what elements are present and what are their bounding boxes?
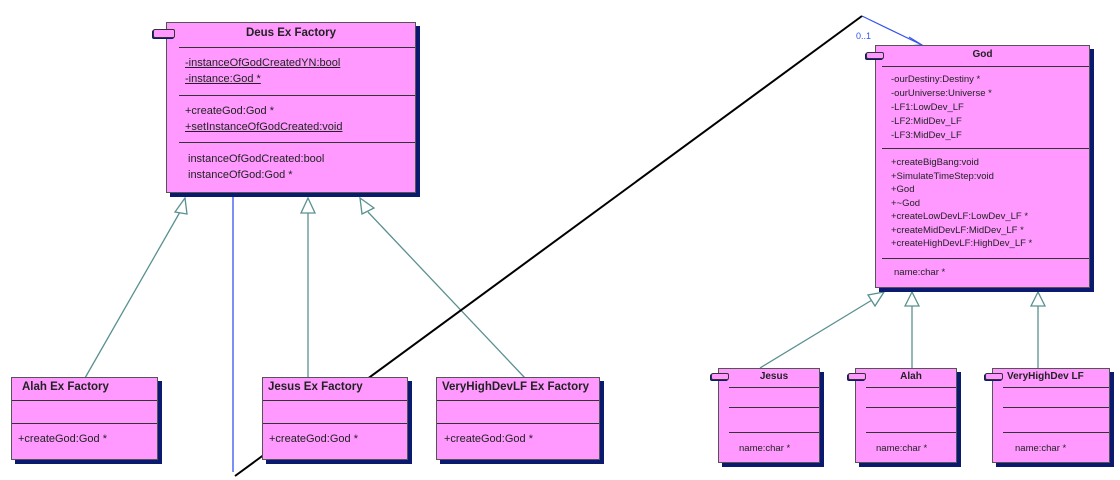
attribute: -ourDestiny:Destiny *	[891, 74, 981, 85]
component-icon	[985, 373, 1003, 380]
attribute: -LF3:MidDev_LF	[891, 130, 962, 141]
inheritance-triangle-icon	[299, 196, 317, 214]
class-name: God	[972, 49, 993, 60]
operation: +~God	[891, 197, 921, 209]
class-god[interactable]: God -ourDestiny:Destiny * -ourUniverse:U…	[866, 45, 1090, 288]
class-name: Deus Ex Factory	[245, 27, 337, 39]
inheritance-triangle-icon	[359, 196, 376, 215]
class-alah-ex-factory[interactable]: Alah Ex Factory +createGod:God *	[11, 377, 158, 460]
class-name: Jesus	[759, 371, 789, 382]
generalization-jesus	[759, 299, 873, 369]
property: name:char *	[739, 443, 791, 454]
component-icon	[866, 52, 884, 59]
inheritance-triangle-icon	[866, 291, 886, 308]
operation: +createGod:God *	[269, 433, 358, 445]
class-jesus[interactable]: Jesus name:char *	[711, 368, 820, 463]
property: name:char *	[894, 267, 946, 278]
operation: +createGod:God *	[185, 105, 274, 117]
operation: +createMidDevLF:MidDev_LF *	[891, 224, 1024, 236]
class-name: Jesus Ex Factory	[268, 381, 363, 393]
class-veryhighdev-lf[interactable]: VeryHighDev LF name:char *	[985, 368, 1110, 463]
attribute: -ourUniverse:Universe *	[891, 88, 992, 99]
component-icon	[848, 373, 866, 380]
multiplicity-label: 0..1	[856, 31, 872, 41]
operation: +setInstanceOfGodCreated:void	[185, 121, 343, 133]
class-name: Alah Ex Factory	[22, 381, 109, 393]
inheritance-triangle-icon	[903, 290, 921, 307]
operation: +God	[891, 184, 915, 195]
operation: +createLowDevLF:LowDev_LF *	[891, 211, 1029, 222]
operation: +createHighDevLF:HighDev_LF *	[891, 238, 1033, 249]
attribute: -LF2:MidDev_LF	[891, 116, 962, 127]
class-alah[interactable]: Alah name:char *	[848, 368, 957, 463]
class-veryhighdevlf-ex-factory[interactable]: VeryHighDevLF Ex Factory +createGod:God …	[436, 377, 600, 460]
property: name:char *	[1015, 443, 1067, 454]
generalization-veryhigh-factory	[367, 211, 526, 379]
property: instanceOfGod:God *	[188, 169, 293, 181]
property: instanceOfGodCreated:bool	[188, 153, 325, 165]
operation: +SimulateTimeStep:void	[891, 170, 994, 182]
component-icon	[153, 29, 175, 38]
inheritance-triangle-icon	[1029, 290, 1047, 307]
class-deus-ex-factory[interactable]: Deus Ex Factory -instanceOfGodCreatedYN:…	[153, 22, 416, 193]
operation: +createBigBang:void	[891, 157, 979, 168]
generalization-alah-factory	[84, 211, 181, 379]
attribute: -LF1:LowDev_LF	[891, 102, 964, 113]
component-icon	[711, 373, 729, 380]
association-line-to-god	[861, 15, 923, 46]
class-jesus-ex-factory[interactable]: Jesus Ex Factory +createGod:God *	[262, 377, 408, 460]
operation: +createGod:God *	[18, 433, 107, 445]
class-name: VeryHighDev LF	[1007, 371, 1084, 382]
class-name: Alah	[900, 371, 922, 382]
class-name: VeryHighDevLF Ex Factory	[442, 381, 589, 393]
attribute: -instanceOfGodCreatedYN:bool	[185, 57, 341, 69]
property: name:char *	[876, 443, 928, 454]
attribute: -instance:God *	[185, 73, 261, 85]
inheritance-triangle-icon	[173, 196, 188, 215]
operation: +createGod:God *	[444, 433, 533, 445]
